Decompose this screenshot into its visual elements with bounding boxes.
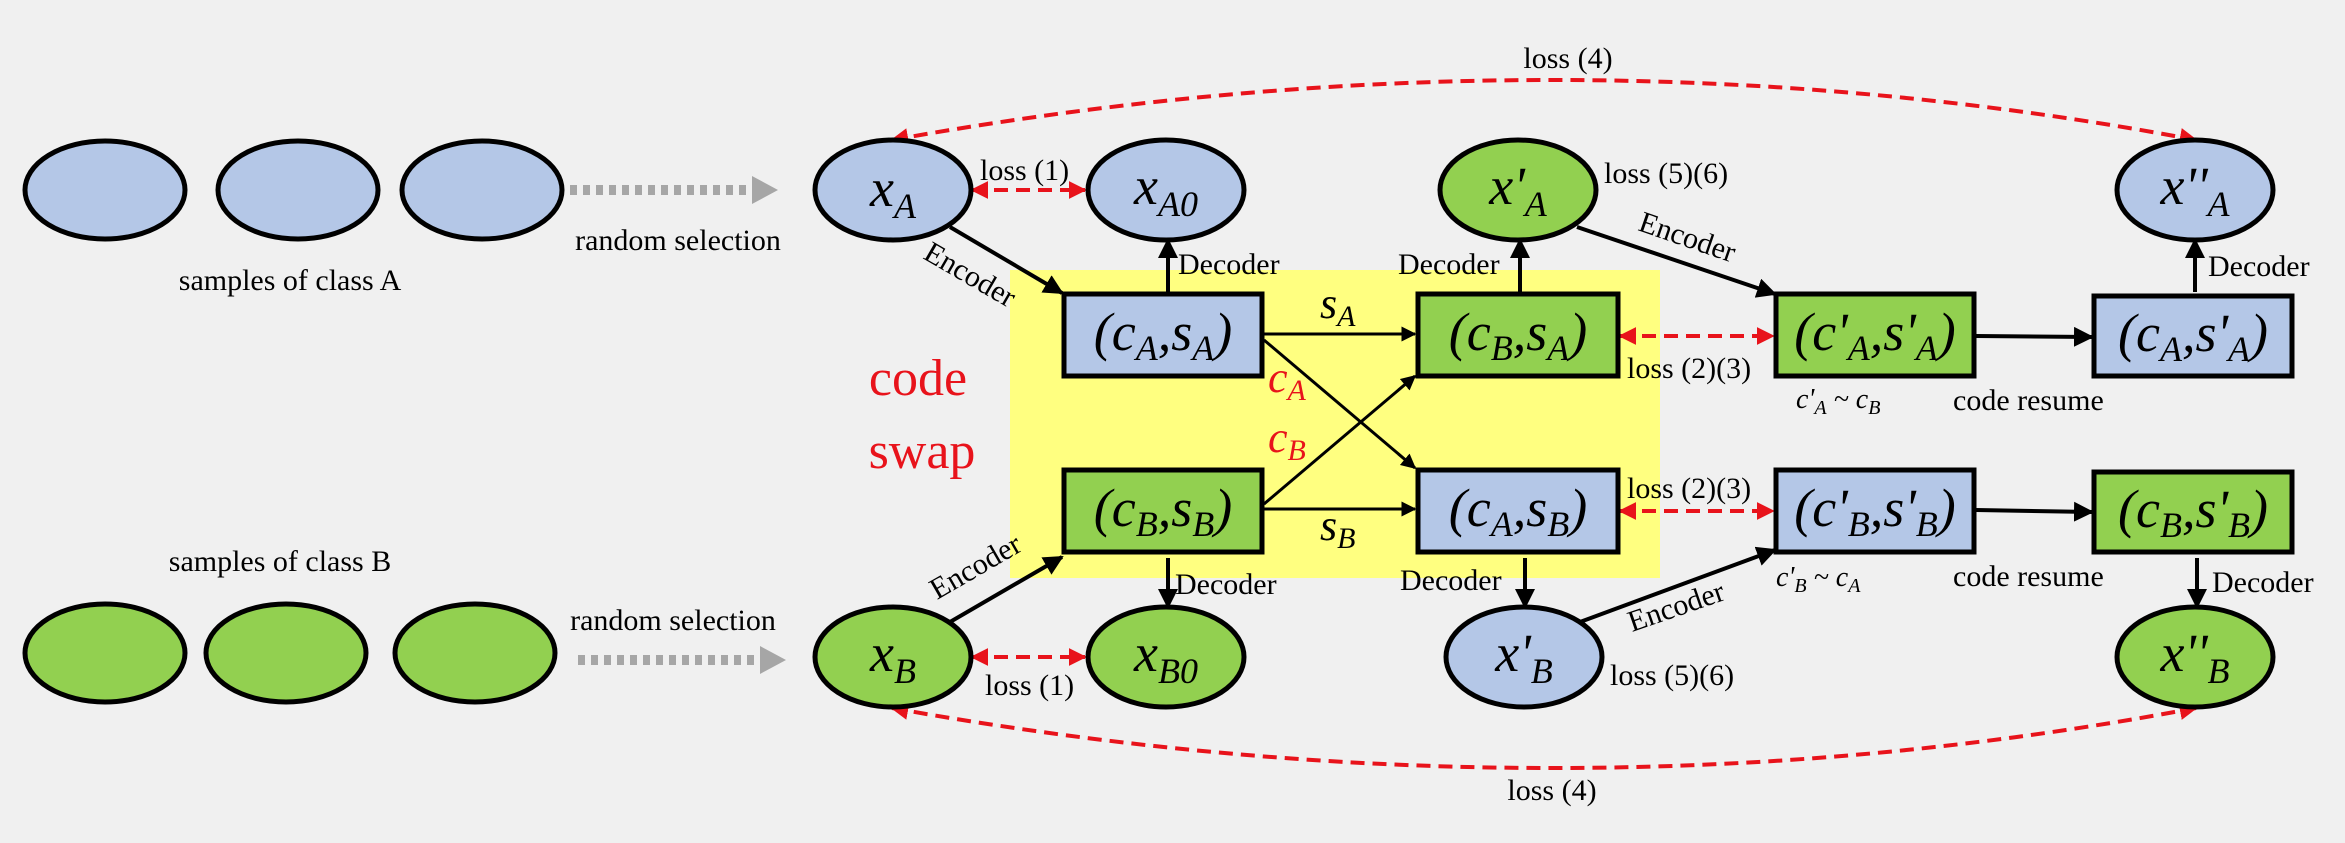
class-b-sample-2 [203, 601, 369, 705]
class-b-caption: samples of class B [169, 545, 391, 578]
xppa-sub: A [2206, 184, 2231, 224]
random-selection-arrowhead-b [760, 646, 786, 674]
decoder-label-xppa: Decoder [2208, 250, 2310, 283]
xpa-sub: A [1523, 184, 1548, 224]
svg-text:x'B: x'B [1494, 623, 1553, 691]
decoder-label-xpa: Decoder [1398, 248, 1500, 281]
class-a-samples [22, 138, 565, 242]
code-swap-line2: swap [869, 423, 976, 480]
loss1-label-bottom: loss (1) [985, 669, 1074, 702]
svg-text:xA0: xA0 [1133, 156, 1198, 224]
code-resume-label-bottom: code resume [1953, 560, 2104, 593]
loss4-arc-bottom [890, 702, 2198, 770]
svg-text:(cB,s'B): (cB,s'B) [2118, 479, 2268, 545]
node-xppb: x''B [2114, 604, 2276, 710]
svg-text:(cB,sB): (cB,sB) [1094, 478, 1232, 544]
decoder-label-xpb: Decoder [1400, 564, 1502, 597]
loss56-label-bottom: loss (5)(6) [1610, 659, 1734, 692]
xb0-sub: B0 [1158, 651, 1198, 691]
class-b-samples [22, 601, 558, 705]
connections [948, 225, 2207, 624]
random-selection-label-b: random selection [570, 604, 776, 637]
code-resume-arrow-bottom [1975, 501, 2094, 522]
xa0-base: x [1133, 156, 1158, 216]
xppb-sub: B [2208, 651, 2230, 691]
xb0-base: x [1133, 623, 1158, 683]
class-a-sample-3 [399, 138, 565, 242]
xpa-base: x' [1488, 156, 1526, 216]
node-xa: xA [812, 137, 974, 243]
code-box-ca-sb: (cA,sB) [1415, 467, 1621, 555]
node-xb0: xB0 [1085, 604, 1247, 710]
random-selection-arrowhead-a [752, 176, 778, 204]
class-a-sample-2 [215, 138, 381, 242]
encoder-arrow-xpa [1576, 225, 1777, 298]
code-box-cpa-spa: (c'A,s'A) [1773, 291, 1977, 379]
random-selection-label-a: random selection [575, 224, 781, 257]
xb-base: x [869, 623, 894, 683]
svg-text:x'A: x'A [1488, 156, 1548, 224]
xppb-base: x'' [2159, 623, 2209, 683]
node-xpb: x'B [1443, 604, 1605, 710]
svg-text:(cA,sB): (cA,sB) [1449, 478, 1587, 544]
loss4-label-bottom: loss (4) [1507, 774, 1596, 807]
code-box-cb-sa: (cB,sA) [1415, 291, 1621, 379]
swap-label-cb: cB [1268, 413, 1306, 467]
node-xppa: x''A [2114, 137, 2276, 243]
svg-text:(cA,sA): (cA,sA) [1094, 302, 1232, 368]
svg-text:x''A: x''A [2159, 156, 2230, 224]
class-b-sample-3 [392, 601, 558, 705]
svg-text:xA: xA [869, 158, 917, 226]
code-box-cpb-spb: (c'B,s'B) [1773, 467, 1977, 555]
encoder-arrow-xpb [1579, 546, 1777, 624]
relation-top: c'A ~ cB [1796, 384, 1880, 419]
class-b-sample-1 [22, 601, 188, 705]
swap-label-sa: sA [1320, 279, 1356, 333]
xa0-sub: A0 [1156, 184, 1198, 224]
decoder-label-xa0: Decoder [1178, 248, 1280, 281]
class-a-sample-1 [22, 138, 188, 242]
xppa-base: x'' [2159, 156, 2209, 216]
encoder-arrow-xa [948, 225, 1064, 295]
code-box-cb-sb: (cB,sB) [1061, 467, 1265, 555]
code-box-cb-spb: (cB,s'B) [2091, 469, 2295, 555]
relation-bottom: c'B ~ cA [1776, 562, 1861, 597]
code-swap-line1: code [869, 350, 967, 407]
xpb-base: x' [1494, 623, 1532, 683]
loss56-label-top: loss (5)(6) [1604, 157, 1728, 190]
svg-text:xB0: xB0 [1133, 623, 1198, 691]
code-box-ca-sa: (cA,sA) [1061, 291, 1265, 379]
encoder-arrow-xb [948, 555, 1064, 624]
loss4-arc-top [890, 78, 2198, 146]
loss23-label-bottom: loss (2)(3) [1627, 472, 1751, 505]
encoder-label-xa: Encoder [919, 235, 1022, 314]
svg-text:xB: xB [869, 623, 916, 691]
swap-label-ca: cA [1268, 353, 1307, 407]
node-xpa: x'A [1437, 137, 1599, 243]
svg-text:(cB,sA): (cB,sA) [1449, 302, 1587, 368]
xa-base: x [869, 158, 894, 218]
loss1-label-top: loss (1) [980, 154, 1069, 187]
swap-arrow-ca [1263, 338, 1417, 470]
node-xa0: xA0 [1085, 137, 1247, 243]
encoder-label-xpa: Encoder [1635, 205, 1740, 269]
loss4-label-top: loss (4) [1523, 42, 1612, 75]
decoder-label-xb0: Decoder [1175, 568, 1277, 601]
node-xb: xB [812, 604, 974, 710]
class-a-caption: samples of class A [179, 264, 402, 297]
decoder-label-xppb: Decoder [2212, 566, 2314, 599]
swap-arrow-cb [1263, 374, 1417, 506]
xa-sub: A [892, 186, 917, 226]
xpb-sub: B [1531, 651, 1553, 691]
code-resume-label-top: code resume [1953, 384, 2104, 417]
code-box-ca-spa: (cA,s'A) [2091, 293, 2295, 379]
swap-label-sb: sB [1320, 501, 1355, 555]
loss-arrows [890, 78, 2198, 770]
loss23-label-top: loss (2)(3) [1627, 352, 1751, 385]
svg-text:x''B: x''B [2159, 623, 2229, 691]
xb-sub: B [894, 651, 916, 691]
code-resume-arrow-top [1975, 326, 2094, 347]
